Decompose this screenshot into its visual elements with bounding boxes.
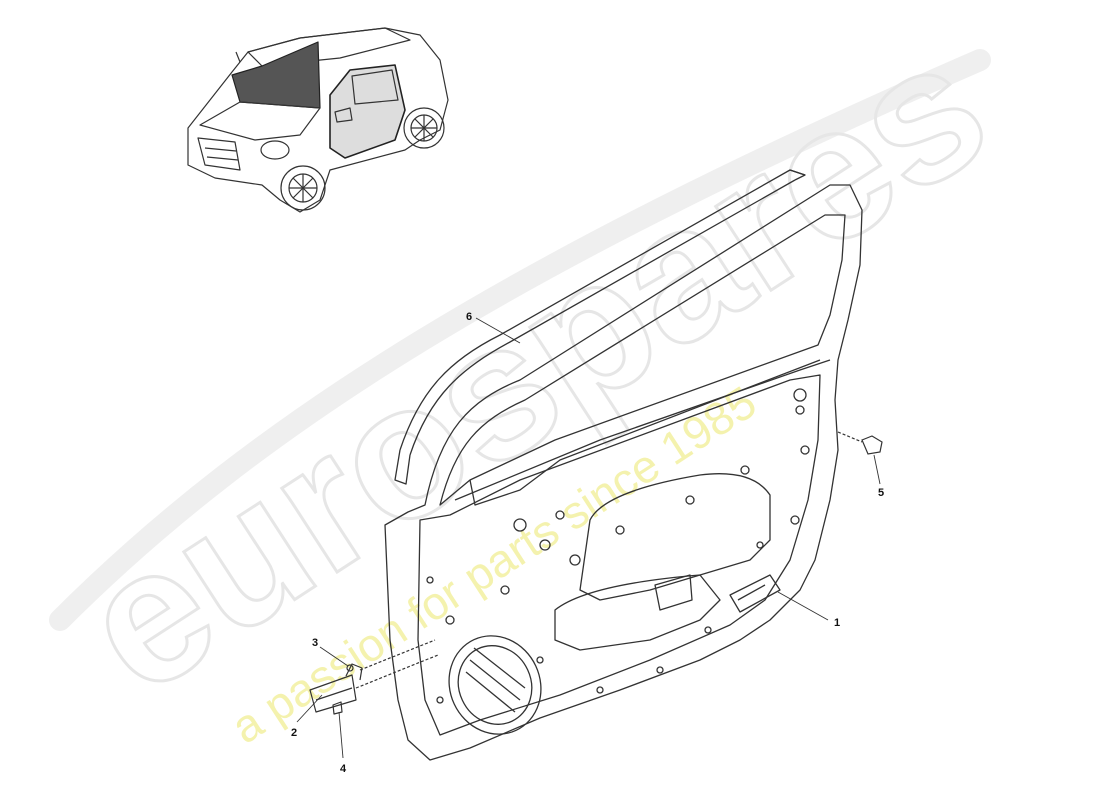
car-rear-wheel <box>403 107 445 149</box>
door-access-opening <box>579 473 771 601</box>
leader-1 <box>777 591 829 621</box>
car-antenna <box>235 51 241 63</box>
car-front-wheel <box>280 165 326 211</box>
car-mirror <box>334 107 353 123</box>
callout-3: 3 <box>312 637 318 649</box>
callout-4: 4 <box>340 763 347 775</box>
car-headlight <box>260 140 290 160</box>
watermark-brand: eurospares <box>47 0 1022 734</box>
car-door-highlight <box>329 64 406 159</box>
part-2-hinge <box>309 674 357 713</box>
leader-6 <box>475 317 521 344</box>
car-side-window <box>351 69 399 105</box>
door-weatherstrip <box>394 169 806 485</box>
door-handle-bracket <box>729 574 781 613</box>
callout-5: 5 <box>878 487 884 499</box>
part-5-plug <box>837 431 883 455</box>
watermark: eurospares a passion for parts since 198… <box>45 0 1023 753</box>
callout-1: 1 <box>834 617 840 629</box>
leader-5 <box>873 454 881 485</box>
car-windscreen-glass <box>231 41 321 109</box>
leader-2 <box>296 694 323 723</box>
leader-4 <box>338 711 344 759</box>
watermark-swoosh <box>49 49 991 631</box>
callout-6: 6 <box>466 311 472 323</box>
hinge-assembly <box>309 639 439 715</box>
door-mounting-holes <box>426 388 810 704</box>
callout-2: 2 <box>291 727 297 739</box>
door-shell <box>384 184 863 761</box>
car-roof <box>247 27 411 67</box>
door-inner-panel <box>417 374 821 736</box>
part-3-bolt <box>346 664 354 672</box>
door-outer-frame <box>384 184 863 761</box>
door-window-frame <box>439 214 846 506</box>
car-hood <box>199 101 321 141</box>
leader-lines <box>296 317 881 759</box>
callout-labels: 1 2 3 4 5 6 <box>291 311 884 775</box>
door-speaker-aperture <box>448 635 542 735</box>
grille-bar <box>204 147 237 152</box>
vehicle-locator-illustration <box>187 27 449 213</box>
leader-3 <box>319 646 349 667</box>
grille-bar <box>206 156 239 161</box>
part-4-bolt <box>332 701 343 715</box>
door-lower-opening <box>554 574 721 651</box>
car-grille <box>197 137 241 171</box>
